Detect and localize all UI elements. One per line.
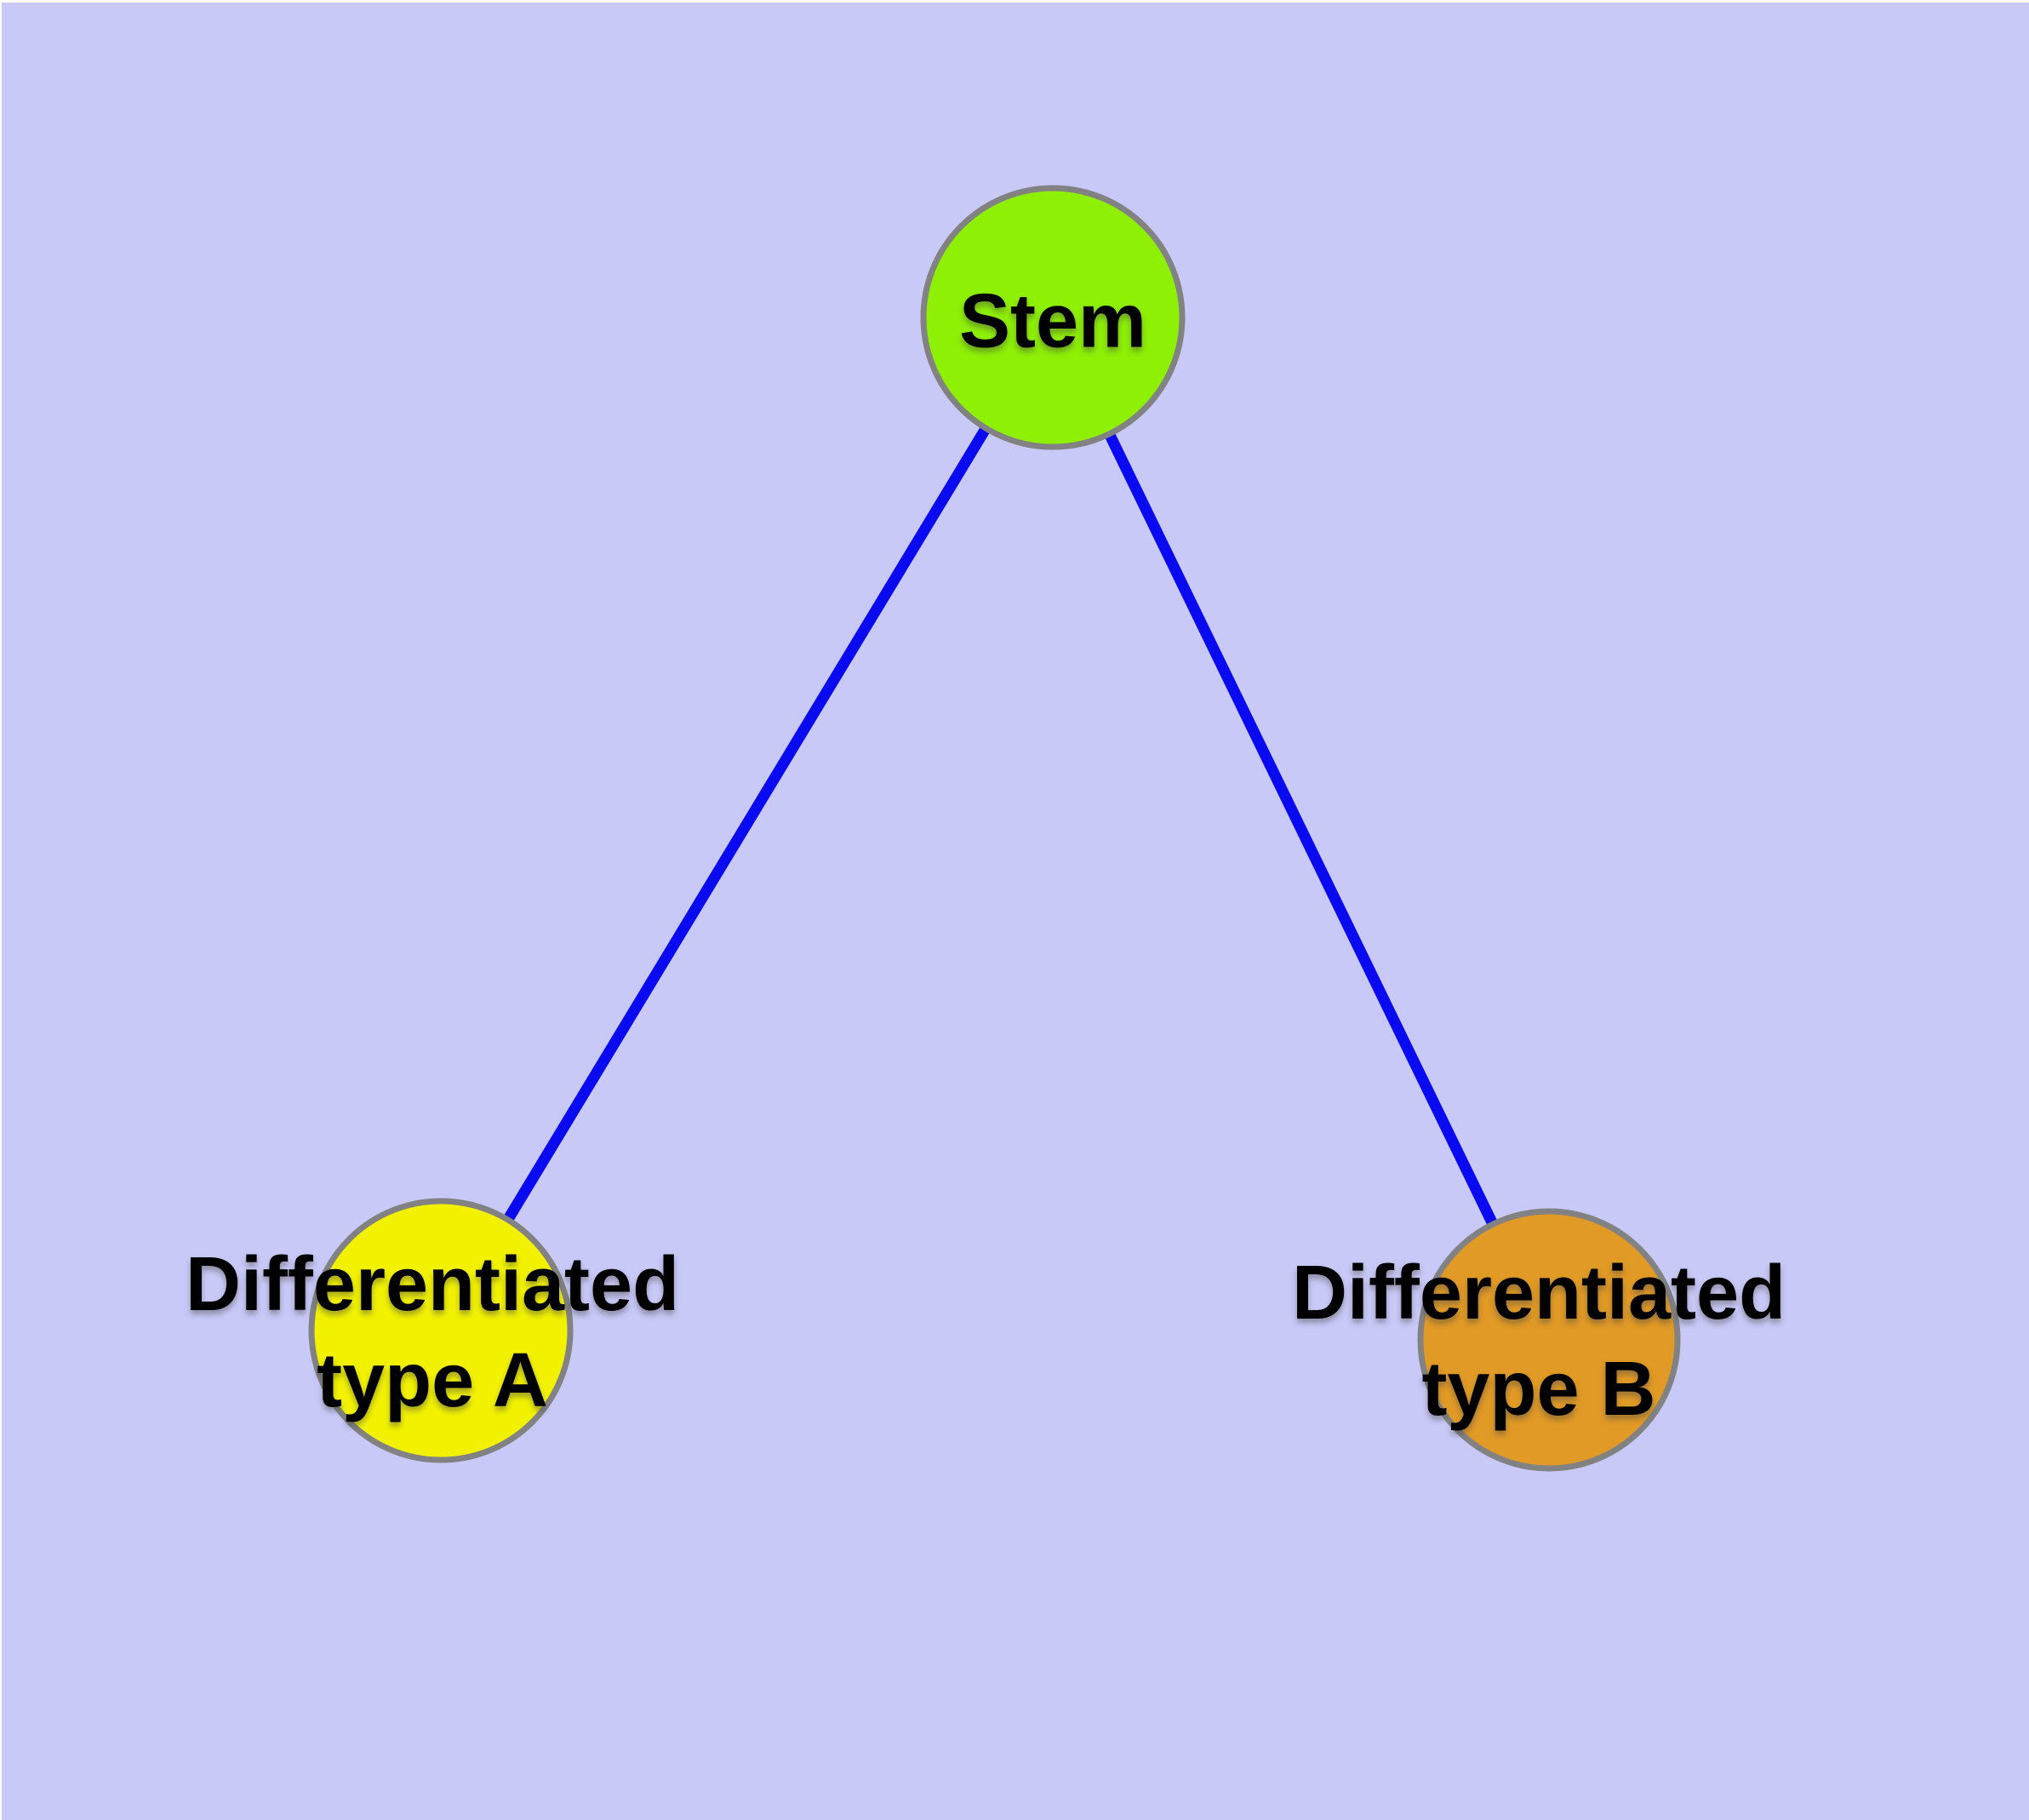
window-frame-left <box>0 0 2 1820</box>
node-type-b-circle[interactable] <box>1417 1208 1681 1472</box>
node-stem-circle[interactable] <box>920 185 1186 450</box>
window-frame-top <box>0 0 2029 3</box>
edge-stem-to-type-a[interactable] <box>436 314 1058 1334</box>
edge-stem-to-type-b[interactable] <box>1048 315 1554 1342</box>
node-type-a-circle[interactable] <box>308 1198 574 1463</box>
